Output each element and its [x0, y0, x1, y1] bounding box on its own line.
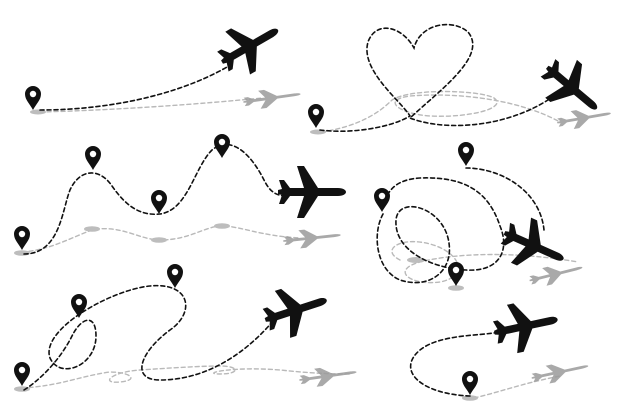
- pin-shadow: [448, 285, 464, 291]
- location-pin-icon: [14, 362, 30, 386]
- flight-route: [376, 167, 545, 284]
- route-3-wavy: [14, 134, 346, 256]
- location-pin-icon: [167, 264, 183, 288]
- pin-shadow: [14, 250, 30, 256]
- location-pin-icon: [151, 190, 167, 214]
- flight-route: [39, 63, 233, 111]
- heart-route: [319, 23, 549, 133]
- flight-route: [23, 143, 289, 255]
- location-pin-icon: [14, 226, 30, 250]
- location-pin-icon: [214, 134, 230, 158]
- route-shadow: [473, 375, 561, 399]
- airplane-shadow-icon: [529, 357, 591, 387]
- route-5-loops: [14, 264, 358, 392]
- route-1: [25, 8, 302, 115]
- airplane-icon: [257, 276, 335, 344]
- route-2-heart: [308, 23, 613, 135]
- location-pin-icon: [71, 294, 87, 318]
- airplane-icon: [209, 8, 291, 84]
- airplane-icon: [494, 210, 574, 282]
- location-pin-icon: [462, 371, 478, 395]
- route-4-loops: [374, 142, 585, 291]
- route-shadow: [321, 90, 561, 133]
- location-pin-icon: [85, 146, 101, 170]
- flight-route: [23, 284, 275, 391]
- route-6: [409, 295, 591, 401]
- route-shadow: [39, 97, 263, 113]
- flight-route: [409, 331, 501, 397]
- pin-shadow: [84, 226, 100, 232]
- location-pin-icon: [458, 142, 474, 166]
- location-pin-icon: [374, 188, 390, 212]
- pin-shadow: [214, 223, 230, 229]
- airplane-shadow-icon: [555, 104, 613, 132]
- route-shadow: [21, 365, 351, 389]
- pin-shadow: [407, 257, 425, 263]
- pin-shadow: [462, 395, 478, 401]
- route-shadow: [391, 240, 579, 284]
- location-pin-icon: [308, 104, 324, 128]
- airplane-icon: [489, 295, 563, 357]
- pin-shadow: [151, 237, 167, 243]
- location-pin-icon: [25, 86, 41, 110]
- airplane-shadow-icon: [527, 258, 585, 290]
- airplane-shadow-icon: [298, 362, 358, 390]
- airplane-shadow-icon: [242, 84, 302, 112]
- airplane-shadow-icon: [282, 225, 342, 251]
- airplane-icon: [278, 166, 346, 218]
- location-pin-icon: [448, 262, 464, 286]
- pin-shadow: [14, 386, 30, 392]
